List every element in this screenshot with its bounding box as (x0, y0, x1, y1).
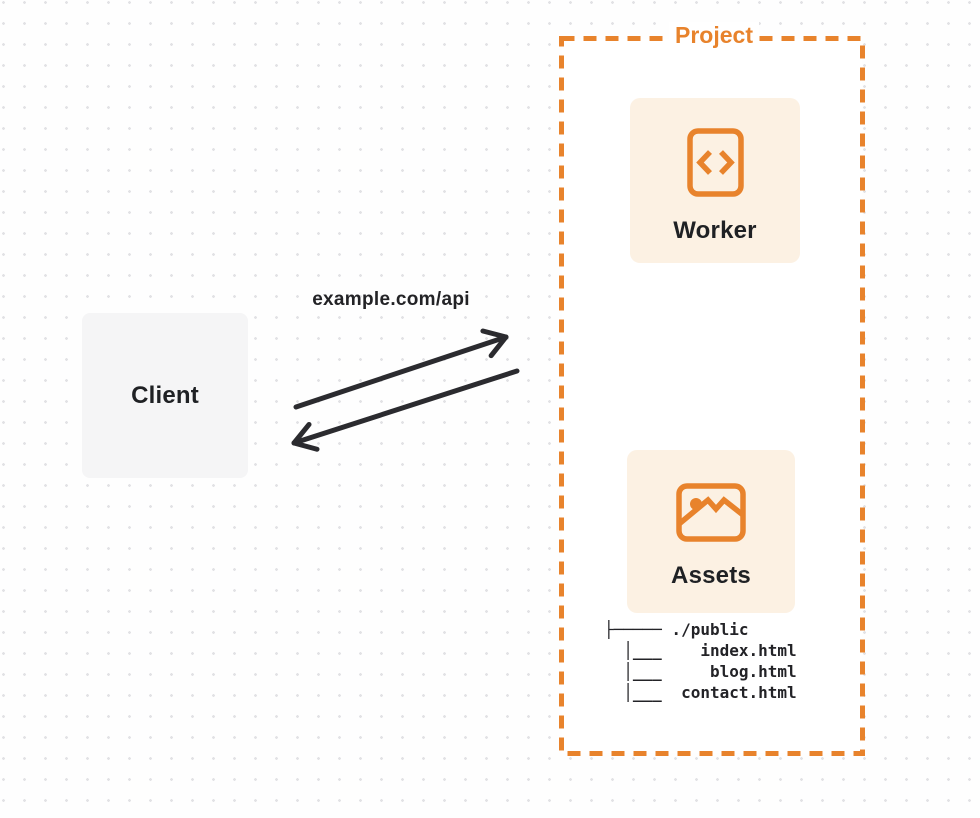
file-tree-line: ├───── ./public (604, 620, 749, 639)
request-url-label: example.com/api (312, 289, 470, 310)
image-icon (676, 483, 746, 542)
client-label: Client (131, 381, 199, 409)
client-node: Client (82, 313, 248, 478)
assets-file-tree: ├───── ./public │___ index.html │___ blo… (604, 619, 797, 703)
worker-label: Worker (673, 217, 757, 244)
code-file-icon (686, 128, 744, 197)
project-label: Project (669, 22, 759, 49)
worker-node: Worker (630, 98, 800, 263)
file-tree-line: │___ index.html (604, 641, 797, 660)
assets-label: Assets (671, 562, 751, 589)
response-arrow (291, 368, 520, 452)
assets-node: Assets (627, 450, 795, 613)
request-arrow (293, 328, 509, 410)
file-tree-line: │___ contact.html (604, 683, 797, 702)
file-tree-line: │___ blog.html (604, 662, 797, 681)
